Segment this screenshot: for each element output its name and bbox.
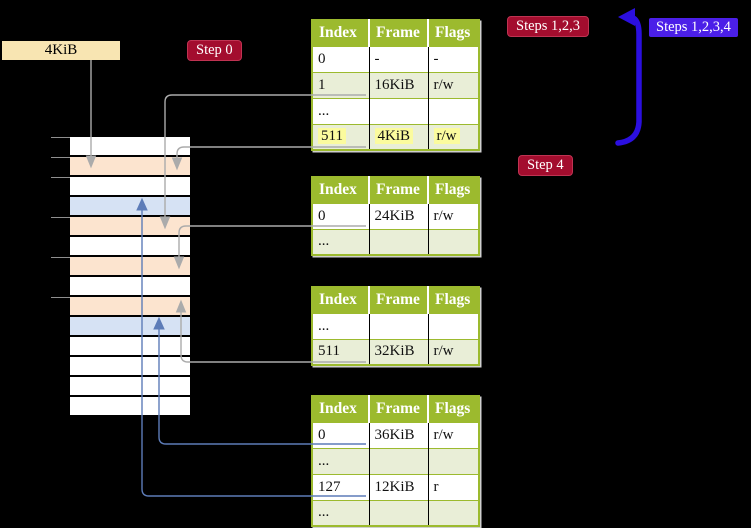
memory-frame-row-white xyxy=(70,137,190,155)
table-cell: 127 xyxy=(312,473,370,500)
address-tick xyxy=(51,297,70,298)
table-cell xyxy=(369,312,429,339)
table-cell: 32KiB xyxy=(369,338,429,365)
table-row: ... xyxy=(312,499,479,526)
column-header: Frame xyxy=(369,20,429,46)
memory-frame-row-blue xyxy=(70,197,190,215)
table-row: ... xyxy=(312,228,479,255)
memory-frame-row-white xyxy=(70,177,190,195)
table-cell: ... xyxy=(312,97,370,124)
step4-badge: Step 4 xyxy=(518,155,573,176)
table-row: ... xyxy=(312,447,479,474)
table-cell: ... xyxy=(312,447,370,474)
highlighted-value: r/w xyxy=(433,128,460,145)
memory-frame-row-white xyxy=(70,397,190,415)
table-cell: r/w xyxy=(428,338,479,365)
address-tick xyxy=(51,177,70,178)
memory-frame-row-blue xyxy=(70,317,190,335)
table-row: 0-- xyxy=(312,45,479,72)
memory-frame-row-peach xyxy=(70,157,190,175)
step0-badge: Step 0 xyxy=(187,40,242,61)
column-header: Index xyxy=(312,177,370,203)
table-cell: 36KiB xyxy=(369,421,429,448)
memory-frame-row-white xyxy=(70,377,190,395)
highlighted-value: 511 xyxy=(318,128,346,145)
table-cell xyxy=(369,97,429,124)
table-row: 511 4KiB r/w xyxy=(312,123,479,150)
table-cell xyxy=(369,499,429,526)
highlighted-value: 4KiB xyxy=(374,128,414,145)
memory-frame-row-white xyxy=(70,237,190,255)
frame-size-label: 4KiB xyxy=(2,41,120,60)
physical-memory-strip xyxy=(70,137,190,417)
column-header: Flags xyxy=(428,177,479,203)
table-cell xyxy=(428,228,479,255)
table-cell: 0 xyxy=(312,421,370,448)
table-cell: 1 xyxy=(312,71,370,98)
column-header: Flags xyxy=(428,287,479,313)
table-cell: ... xyxy=(312,499,370,526)
table-cell: 511 xyxy=(312,123,370,150)
arrow-left-icon xyxy=(618,8,635,26)
table-cell: 4KiB xyxy=(369,123,429,150)
table-cell: r xyxy=(428,473,479,500)
column-header: Index xyxy=(312,396,370,422)
steps1234-badge: Steps 1,2,3,4 xyxy=(649,18,738,37)
table-cell: 0 xyxy=(312,45,370,72)
recursive-loop-arrow xyxy=(615,8,642,146)
table-cell: 24KiB xyxy=(369,202,429,229)
table-cell: ... xyxy=(312,312,370,339)
column-header: Flags xyxy=(428,20,479,46)
column-header: Index xyxy=(312,20,370,46)
table-cell: 511 xyxy=(312,338,370,365)
table-cell: ... xyxy=(312,228,370,255)
memory-frame-row-white xyxy=(70,357,190,375)
table-cell: r/w xyxy=(428,123,479,150)
table-cell: 12KiB xyxy=(369,473,429,500)
table-cell: 16KiB xyxy=(369,71,429,98)
table-cell xyxy=(428,312,479,339)
address-tick xyxy=(51,217,70,218)
column-header: Flags xyxy=(428,396,479,422)
memory-frame-row-peach xyxy=(70,297,190,315)
table-cell: r/w xyxy=(428,421,479,448)
table-cell xyxy=(369,447,429,474)
table-row: ... xyxy=(312,312,479,339)
column-header: Index xyxy=(312,287,370,313)
table-cell xyxy=(428,499,479,526)
memory-frame-row-white xyxy=(70,277,190,295)
column-header: Frame xyxy=(369,396,429,422)
address-tick xyxy=(51,257,70,258)
column-header: Frame xyxy=(369,287,429,313)
table-row: ... xyxy=(312,97,479,124)
address-tick xyxy=(51,137,70,138)
memory-frame-row-peach xyxy=(70,257,190,275)
table-cell: r/w xyxy=(428,202,479,229)
table-cell: 0 xyxy=(312,202,370,229)
table-cell: - xyxy=(369,45,429,72)
table-cell xyxy=(369,228,429,255)
table-cell: - xyxy=(428,45,479,72)
table-cell xyxy=(428,447,479,474)
column-header: Frame xyxy=(369,177,429,203)
steps123-badge: Steps 1,2,3 xyxy=(507,16,590,37)
address-tick xyxy=(51,157,70,158)
memory-frame-row-peach xyxy=(70,217,190,235)
table-cell xyxy=(428,97,479,124)
memory-frame-row-white xyxy=(70,337,190,355)
table-cell: r/w xyxy=(428,71,479,98)
